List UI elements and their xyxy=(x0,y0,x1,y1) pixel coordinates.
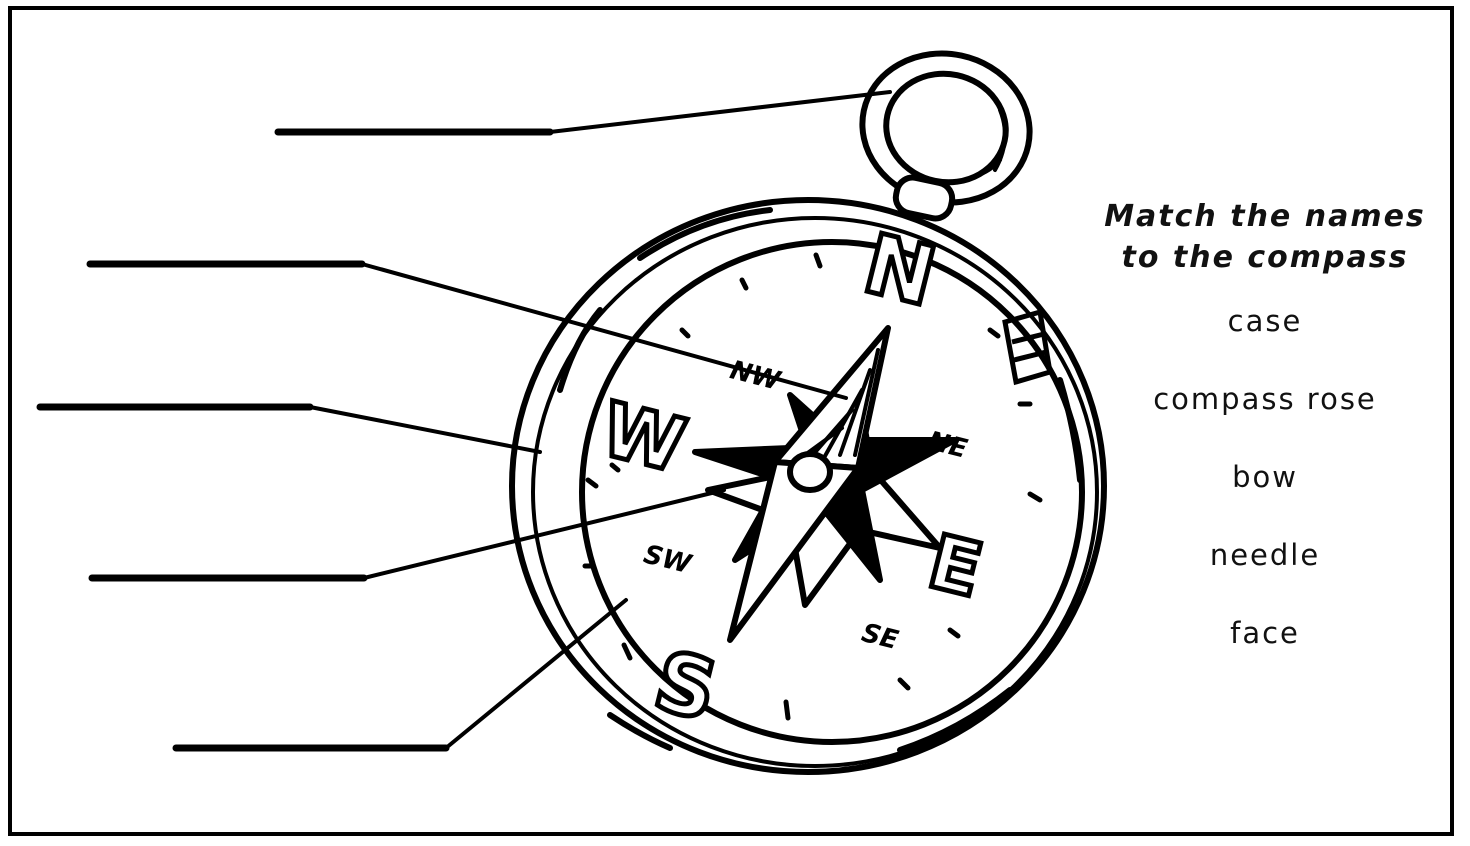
instruction-line-2: to the compass xyxy=(1090,237,1440,278)
word-bank-list: case compass rose bow needle face xyxy=(1090,296,1440,686)
letter-southeast: SE xyxy=(859,618,902,656)
instruction-line-1: Match the names xyxy=(1090,196,1440,237)
letter-north: N xyxy=(855,217,945,326)
instructions: Match the names to the compass xyxy=(1090,196,1440,278)
letter-southwest: SW xyxy=(641,540,696,581)
word-needle: needle xyxy=(1090,530,1440,608)
letter-south: S xyxy=(646,633,726,739)
word-case: case xyxy=(1090,296,1440,374)
word-bank-panel: Match the names to the compass case comp… xyxy=(1090,196,1440,686)
letter-northwest: NW xyxy=(727,355,784,397)
word-bow: bow xyxy=(1090,452,1440,530)
letter-west: W xyxy=(593,386,693,489)
bow-ring-inner xyxy=(876,63,1016,194)
word-face: face xyxy=(1090,608,1440,686)
needle-pivot xyxy=(790,454,830,490)
letter-northeast: NE xyxy=(925,426,971,465)
letter-east-second xyxy=(1005,312,1050,382)
word-compass-rose: compass rose xyxy=(1090,374,1440,452)
